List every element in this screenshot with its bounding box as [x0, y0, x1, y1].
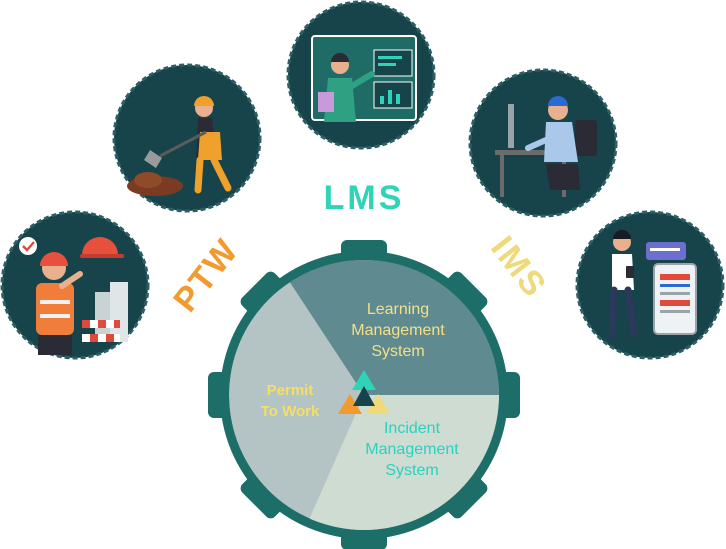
- permit-label-line2: To Work: [261, 403, 320, 420]
- incident-label-line1: Incident: [384, 420, 441, 437]
- incident-label-line2: Management: [365, 441, 459, 458]
- ims-label: IMS: [483, 229, 554, 305]
- recycle-logo-icon: [338, 370, 390, 414]
- incident-label-line3: System: [385, 462, 438, 479]
- office-worker-desk-icon: [468, 68, 618, 218]
- ptw-label: PTW: [166, 231, 246, 319]
- learning-label-line1: Learning: [367, 301, 429, 318]
- learning-label-line3: System: [371, 343, 424, 360]
- construction-worker-icon: [0, 210, 150, 360]
- permit-label-line1: Permit: [267, 382, 314, 399]
- central-gear: [208, 240, 520, 549]
- digging-worker-icon: [112, 63, 262, 213]
- mobile-app-user-icon: [575, 210, 725, 360]
- learning-label-line2: Management: [351, 322, 445, 339]
- presenter-lms-icon: [286, 0, 436, 150]
- lms-label: LMS: [324, 179, 405, 217]
